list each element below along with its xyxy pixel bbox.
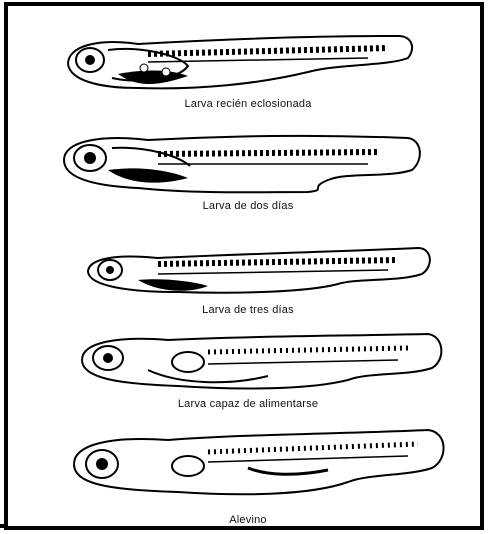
stage-label: Larva recién eclosionada [8,98,488,110]
larva-feeding-drawing [8,324,488,398]
fry-drawing [8,424,488,508]
stage-label: Alevino [8,514,488,526]
stage-label: Larva de dos días [8,200,488,212]
larva-three-days-drawing [8,236,488,306]
stage-label: Larva capaz de alimentarse [8,398,488,410]
figure-frame: Larva recién eclosionada Larva de dos dí… [4,2,484,530]
stage-label: Larva de tres días [8,304,488,316]
larva-two-days-drawing [8,126,488,202]
larva-newly-hatched-drawing [8,28,488,100]
